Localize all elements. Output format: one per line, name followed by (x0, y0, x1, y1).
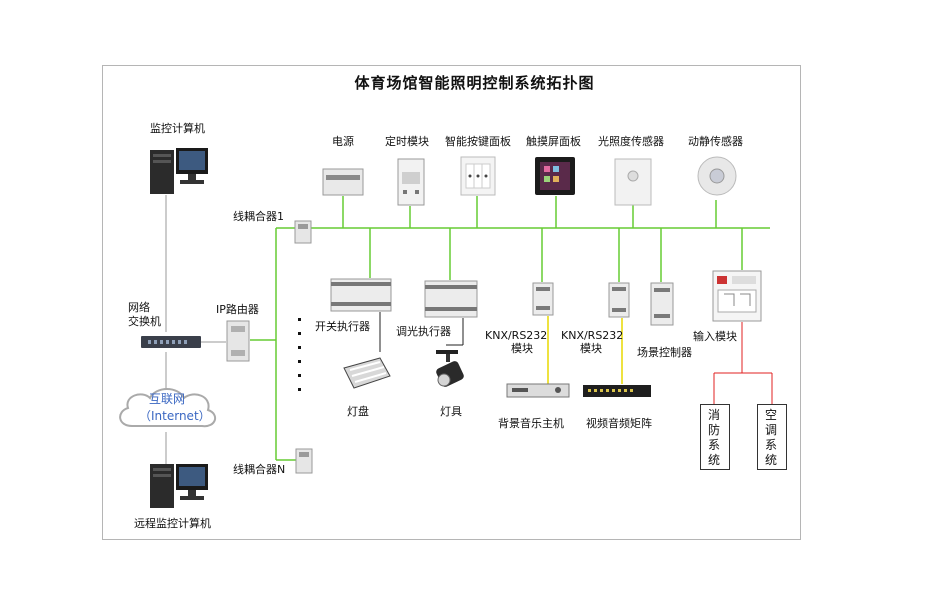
spotlight-icon (436, 350, 464, 387)
couplerN-label: 线耦合器N (233, 463, 286, 476)
dimming-actuator-icon (424, 280, 478, 318)
scene-controller-icon (650, 282, 674, 326)
knx1-label-line1: KNX/RS232 (485, 329, 548, 342)
motion-sensor-icon (697, 156, 737, 196)
cloud-icon (119, 388, 217, 428)
touch-panel-label: 触摸屏面板 (526, 135, 581, 148)
ip-router-label: IP路由器 (216, 303, 259, 316)
ellipsis-dots (298, 318, 301, 391)
switch-label-line1: 网络 (128, 301, 150, 314)
lamp-panel-label: 灯盘 (347, 405, 369, 418)
input-module-icon (712, 270, 762, 322)
remote-pc-label: 远程监控计算机 (134, 517, 211, 530)
monitor-pc-icon (150, 148, 208, 194)
scene-controller-label: 场景控制器 (637, 346, 692, 359)
fire-system-box: 消防系统 (700, 404, 730, 470)
power-supply-icon (322, 168, 364, 196)
light-fixture-icon (343, 357, 391, 389)
knx-module1-icon (532, 282, 554, 316)
switch-device-icon (141, 336, 201, 348)
smart-panel-icon (460, 156, 496, 196)
bgm-host-icon (506, 383, 570, 398)
lamp-label: 灯具 (440, 405, 462, 418)
light-sensor-icon (614, 158, 652, 206)
knx1-label-line2: 模块 (511, 342, 533, 355)
smart-panel-label: 智能按键面板 (445, 135, 511, 148)
knx2-label-line2: 模块 (580, 342, 602, 355)
bgm-host-label: 背景音乐主机 (498, 417, 564, 430)
av-matrix-icon (583, 385, 651, 397)
internet-label-en: （Internet） (139, 409, 211, 423)
ac-system-label: 空调系统 (764, 408, 777, 467)
remote-pc-icon (150, 464, 208, 508)
diagram-title: 体育场馆智能照明控制系统拓扑图 (354, 74, 595, 92)
timer-module-icon (397, 158, 425, 206)
coupler1-label: 线耦合器1 (233, 210, 284, 223)
input-module-label: 输入模块 (693, 330, 737, 343)
switch-actuator-icon (330, 278, 392, 312)
diagram-frame (102, 65, 801, 540)
switch-label-line2: 交换机 (128, 315, 161, 328)
dimming-actuator-label: 调光执行器 (396, 325, 451, 338)
switch-actuator-label: 开关执行器 (315, 320, 370, 333)
internet-label-cn: 互联网 (149, 392, 186, 406)
motion-sensor-label: 动静传感器 (688, 135, 743, 148)
av-matrix-label: 视频音频矩阵 (586, 417, 652, 430)
ip-router-icon (226, 320, 250, 362)
timer-label: 定时模块 (385, 135, 429, 148)
ac-system-box: 空调系统 (757, 404, 787, 470)
knx2-label-line1: KNX/RS232 (561, 329, 624, 342)
coupler1-icon (294, 220, 312, 244)
monitor-pc-label: 监控计算机 (150, 122, 205, 135)
touch-screen-icon (535, 157, 575, 195)
couplerN-icon (295, 448, 313, 474)
fire-system-label: 消防系统 (707, 408, 720, 467)
knx-module2-icon (608, 282, 630, 318)
light-sensor-label: 光照度传感器 (598, 135, 664, 148)
power-label: 电源 (332, 135, 354, 148)
